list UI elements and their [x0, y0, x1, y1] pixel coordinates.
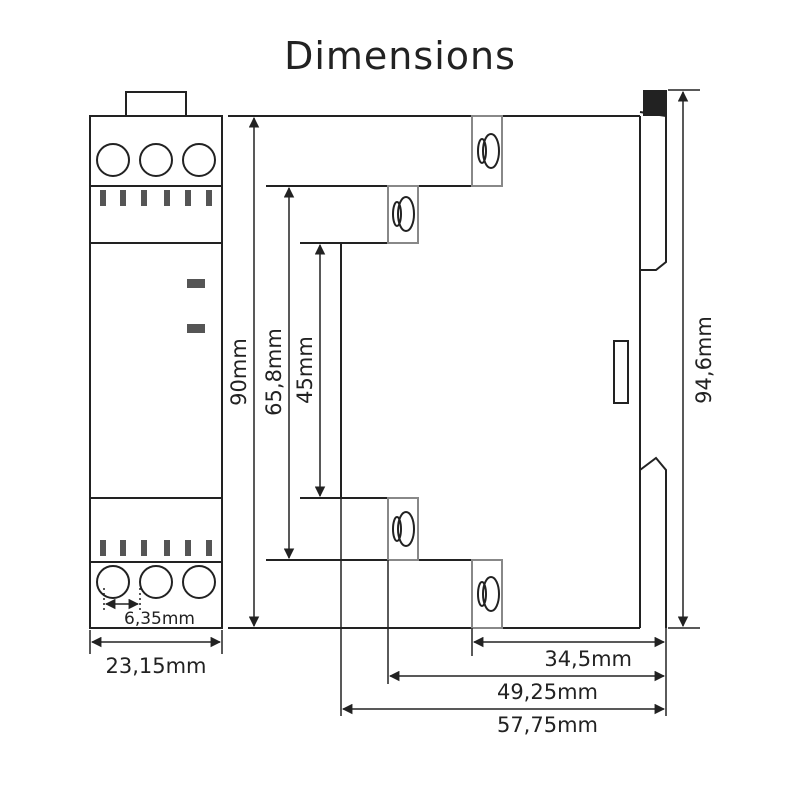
- top-terminal-screw-2: [139, 143, 173, 177]
- depth-total-label: 57,75mm: [497, 713, 598, 737]
- width-label: 23,15mm: [105, 654, 206, 678]
- top-terminal-slots: [100, 190, 212, 206]
- side-terminal-bottom-rear: [471, 559, 503, 629]
- height-front-label: 45mm: [293, 336, 317, 404]
- side-terminal-screws: [392, 133, 500, 612]
- side-terminals: [387, 115, 503, 629]
- side-latch: [613, 340, 629, 404]
- rail-clip-top: [639, 111, 667, 271]
- rail-clip-tab: [643, 90, 667, 116]
- horizontal-dimensions: [340, 498, 667, 716]
- led-indicator-2: [187, 324, 205, 333]
- depth-mid-label: 49,25mm: [497, 680, 598, 704]
- pitch-dimension: [103, 588, 141, 612]
- bottom-terminal-screw-2: [139, 565, 173, 599]
- bottom-outline: [228, 559, 473, 629]
- front-housing: [89, 115, 223, 629]
- top-outline: [228, 115, 473, 187]
- front-view: [89, 91, 223, 629]
- pitch-label: 6,35mm: [124, 609, 195, 629]
- top-clip: [125, 91, 187, 117]
- top-terminal-screw-1: [96, 143, 130, 177]
- diagram-title: Dimensions: [284, 34, 516, 78]
- width-dimension: [89, 630, 223, 654]
- height-rail-label: 94,6mm: [692, 316, 716, 404]
- bottom-terminal-slots: [100, 540, 212, 556]
- depth-rail-label: 34,5mm: [544, 647, 632, 671]
- vertical-dimensions: [248, 89, 700, 629]
- side-terminal-top-rear: [471, 115, 503, 187]
- bottom-terminal-screw-3: [182, 565, 216, 599]
- height-terminals-label: 65,8mm: [262, 328, 286, 416]
- rail-clip-bottom: [639, 456, 667, 628]
- height-total-label: 90mm: [227, 338, 251, 406]
- top-terminal-screw-3: [182, 143, 216, 177]
- bottom-terminal-screw-1: [96, 565, 130, 599]
- side-terminal-top-front: [387, 185, 419, 244]
- led-indicator-1: [187, 279, 205, 288]
- side-terminal-bottom-front: [387, 497, 419, 561]
